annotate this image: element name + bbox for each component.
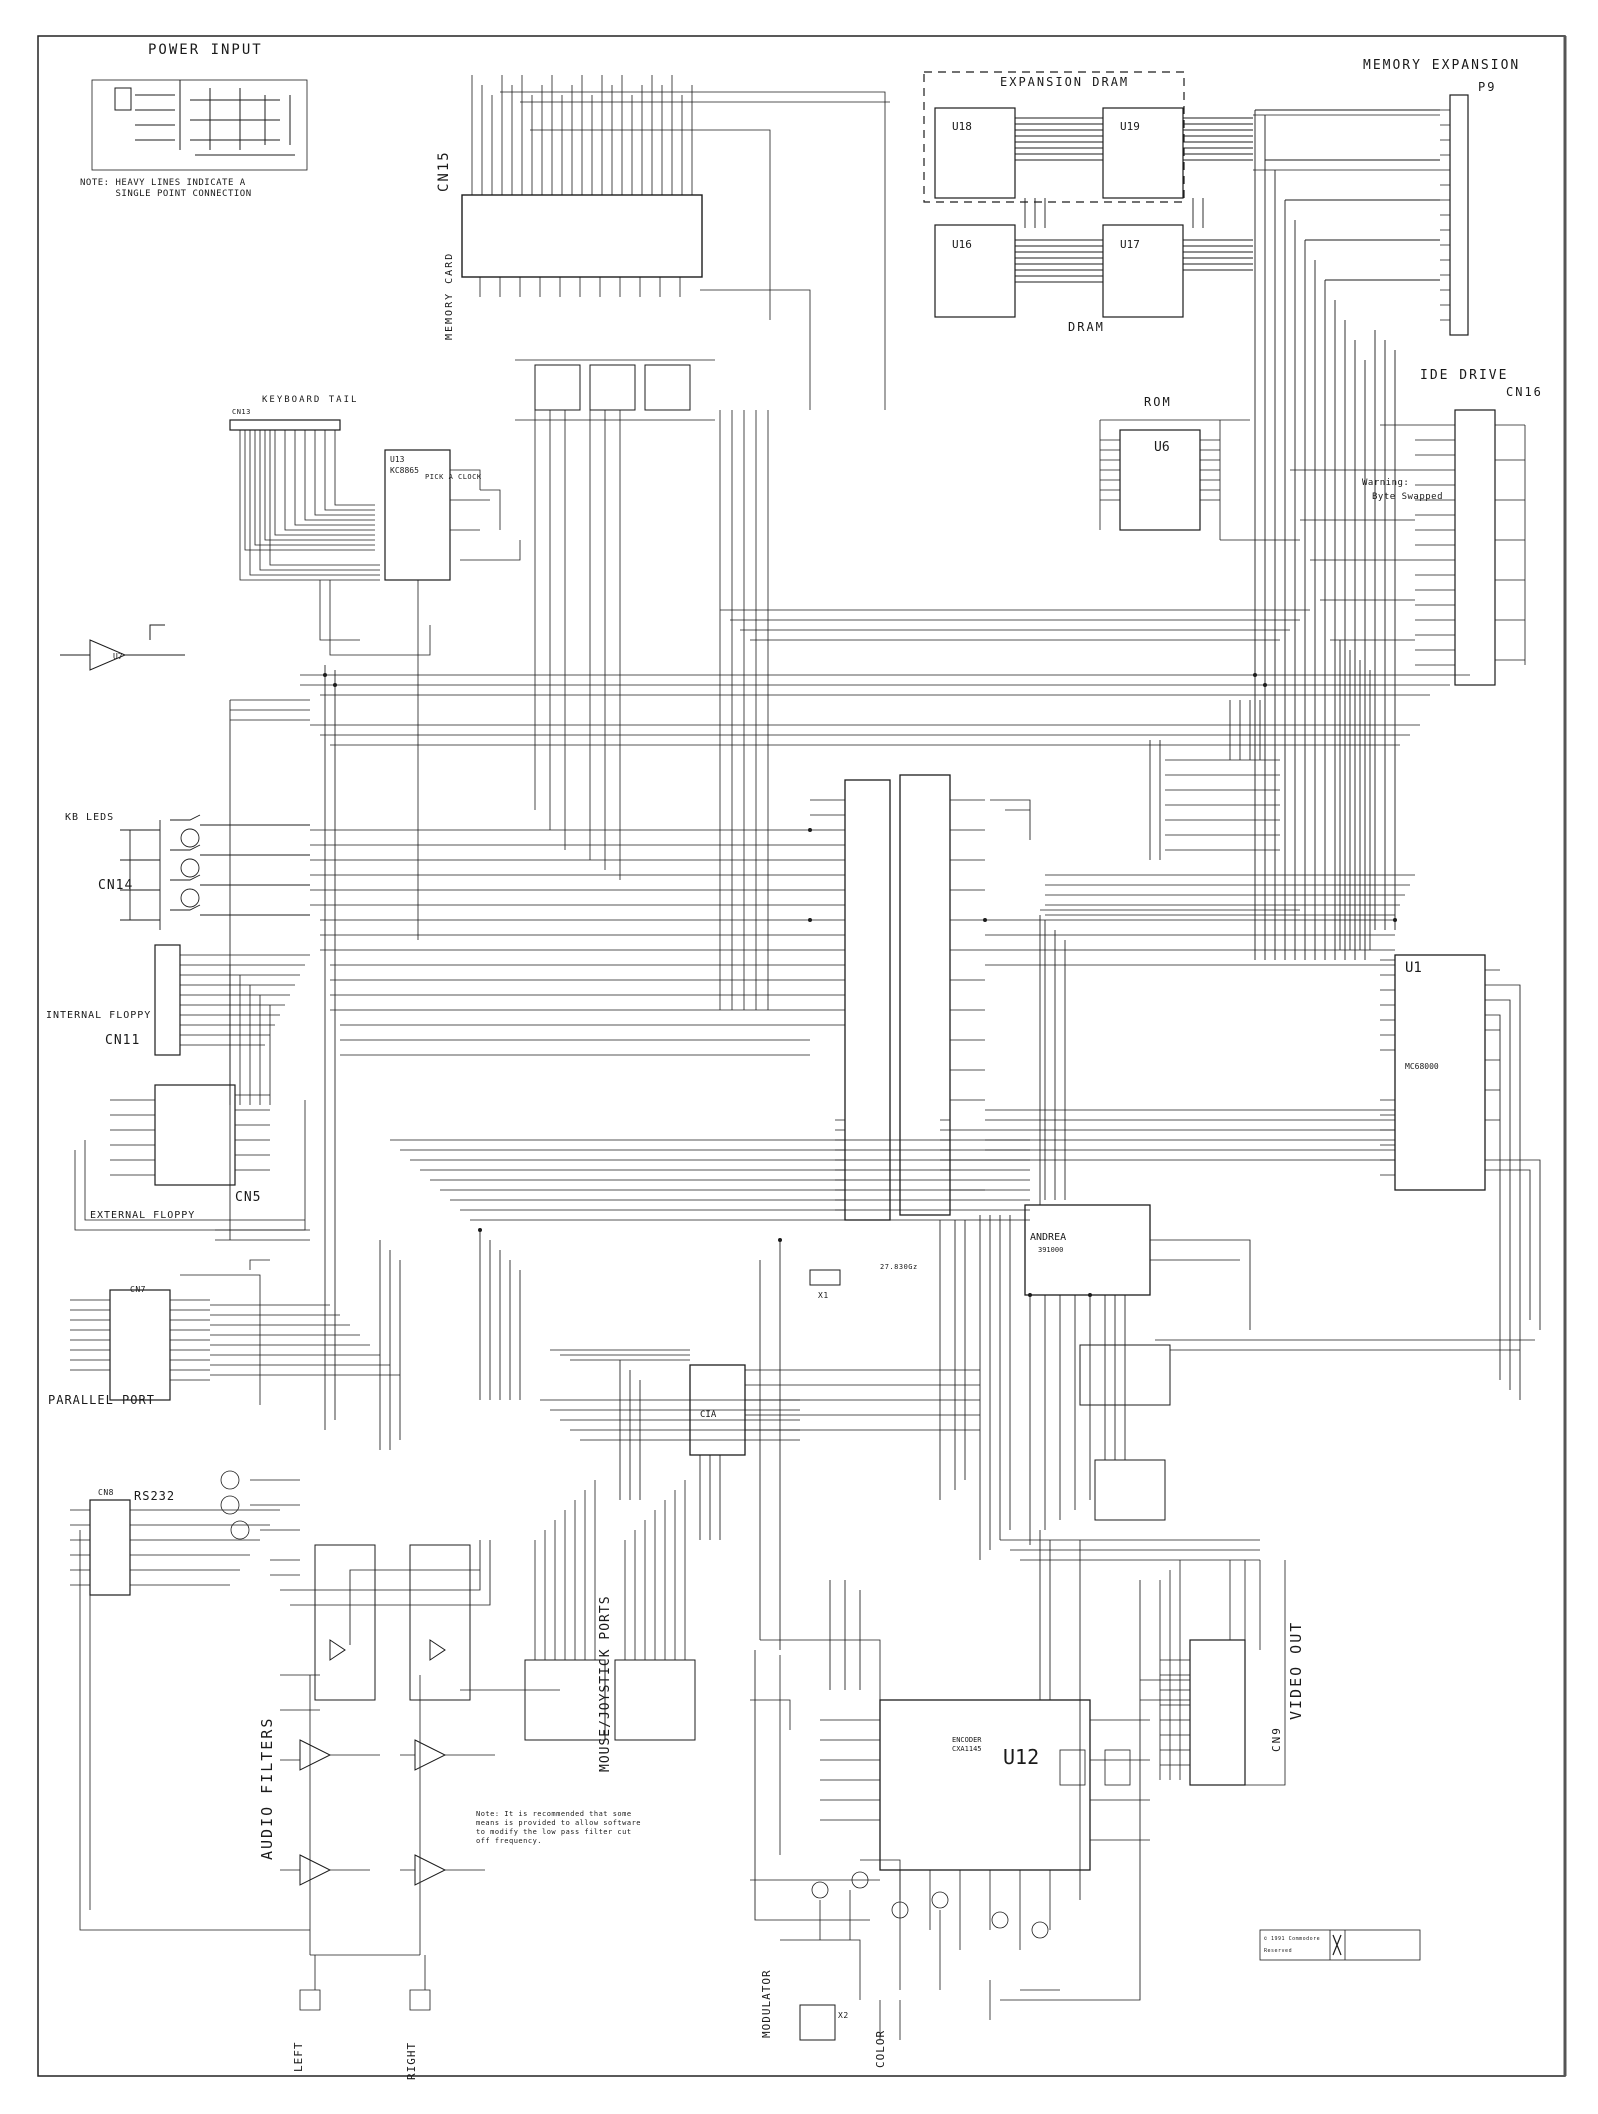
cn13-label: CN13 — [232, 408, 251, 416]
pick-a-clock-label: PICK A CLOCK — [425, 473, 482, 481]
memory-expansion-title: MEMORY EXPANSION — [1363, 58, 1521, 73]
u12-part-label: ENCODER CXA1145 — [952, 1736, 982, 1753]
rom-title: ROM — [1144, 395, 1172, 409]
cn8-label: CN8 — [98, 1488, 114, 1497]
filter-note: Note: It is recommended that some means … — [476, 1810, 642, 1845]
cn9-label: CN9 — [1270, 1726, 1283, 1752]
kb-leds-title: KB LEDS — [65, 812, 115, 823]
video-out-title: VIDEO OUT — [1287, 1620, 1305, 1720]
andrea-part-label: 391000 — [1038, 1246, 1064, 1254]
cn15-label: CN15 — [436, 150, 452, 192]
mouse-joystick-title: MOUSE/JOYSTICK PORTS — [598, 1595, 613, 1772]
cia-label: CIA — [700, 1410, 717, 1420]
u1-label: U1 — [1405, 960, 1422, 976]
cn11-label: CN11 — [105, 1033, 141, 1048]
u6-label: U6 — [1154, 440, 1170, 455]
keyboard-tail-title: KEYBOARD TAIL — [262, 395, 359, 405]
byte-swapped-label: Byte Swapped — [1372, 492, 1444, 502]
cn16-label: CN16 — [1506, 385, 1543, 399]
title-block-company: © 1991 Commodore — [1264, 1936, 1321, 1942]
external-floppy-title: EXTERNAL FLOPPY — [90, 1210, 196, 1221]
rs232-title: RS232 — [134, 1489, 176, 1503]
left-audio-label: LEFT — [292, 2041, 305, 2073]
cn14-label: CN14 — [98, 878, 134, 893]
modulator-label: MODULATOR — [760, 1969, 773, 2038]
u17-label: U17 — [1120, 238, 1140, 251]
u18-label: U18 — [952, 120, 972, 133]
internal-floppy-title: INTERNAL FLOPPY — [46, 1010, 152, 1021]
andrea-label: ANDREA — [1030, 1232, 1067, 1243]
u1-part-label: MC68000 — [1405, 1062, 1439, 1071]
p9-label: P9 — [1478, 80, 1497, 94]
heavy-lines-note: NOTE: HEAVY LINES INDICATE A SINGLE POIN… — [80, 178, 252, 199]
title-block-status: Reserved — [1264, 1948, 1293, 1954]
u12-label: U12 — [1003, 1745, 1040, 1769]
dram-title: DRAM — [1068, 320, 1105, 334]
u16-label: U16 — [952, 238, 972, 251]
audio-filters-title: AUDIO FILTERS — [258, 1716, 276, 1860]
x2-label: X2 — [838, 2011, 849, 2020]
u7-label: U7 — [113, 652, 123, 661]
right-audio-label: RIGHT — [405, 2041, 418, 2080]
u13-label: U13 — [390, 455, 405, 464]
cn5-label: CN5 — [235, 1190, 262, 1205]
warning-label: Warning: — [1362, 478, 1410, 488]
memory-card-label: MEMORY CARD — [444, 251, 455, 340]
crystal-frequency: 27.830Gz — [880, 1263, 918, 1271]
u13-part-label: KC8865 — [390, 466, 419, 475]
color-label: COLOR — [874, 2029, 887, 2068]
expansion-dram-title: EXPANSION DRAM — [1000, 75, 1130, 89]
parallel-port-title: PARALLEL PORT — [48, 1393, 155, 1407]
power-input-title: POWER INPUT — [148, 42, 263, 58]
u19-label: U19 — [1120, 120, 1140, 133]
ide-drive-title: IDE DRIVE — [1420, 368, 1509, 383]
cn7-label: CN7 — [130, 1285, 146, 1294]
x1-label: X1 — [818, 1291, 829, 1300]
